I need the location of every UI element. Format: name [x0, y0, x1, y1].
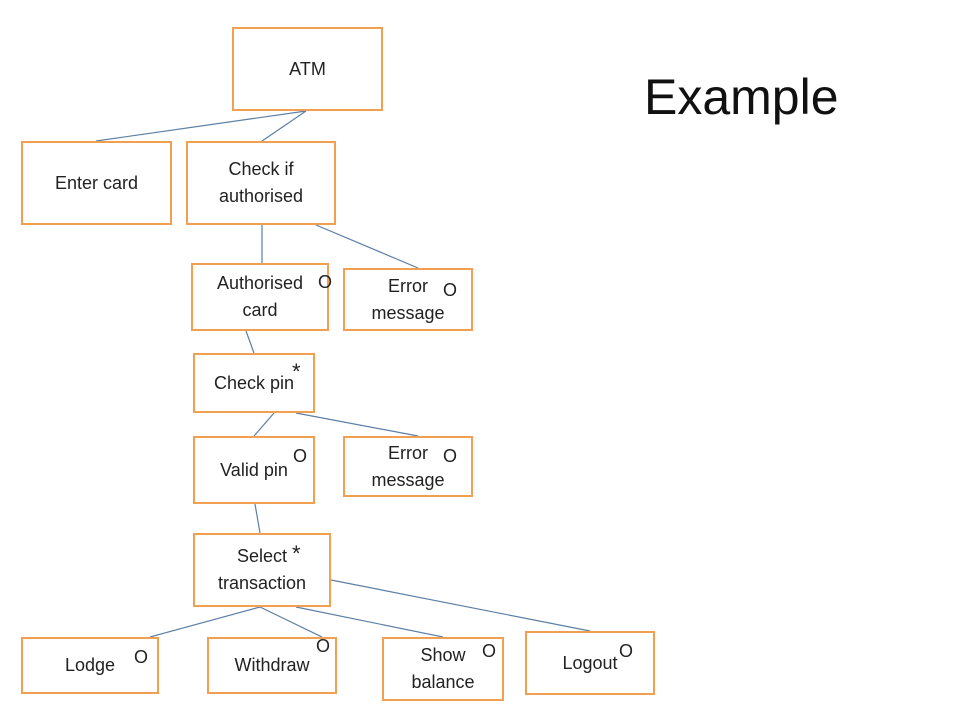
- node-label-valid-pin: Valid pin: [220, 459, 288, 480]
- edge-atm-to-check-authorised: [261, 110, 307, 142]
- selection-mark-authorised-card: O: [318, 272, 333, 292]
- selection-mark-valid-pin: O: [293, 446, 308, 466]
- node-label-lodge: Lodge: [64, 655, 116, 675]
- selection-mark-withdraw: O: [316, 636, 331, 656]
- edge-valid-pin-to-select-transaction: [254, 503, 261, 534]
- node-valid-pin: Valid pin: [193, 436, 315, 504]
- node-label-check-authorised: Check if authorised: [218, 159, 304, 206]
- edge-select-transaction-to-lodge: [149, 606, 261, 638]
- node-label-logout: Logout: [562, 652, 618, 673]
- selection-mark-show-balance: O: [482, 641, 497, 661]
- edge-check-pin-to-valid-pin: [253, 412, 275, 437]
- node-lodge: Lodge: [21, 637, 159, 694]
- node-label-select-transaction: Select transaction: [217, 546, 307, 593]
- node-logout: Logout: [525, 631, 655, 695]
- node-label-authorised-card: Authorised card: [216, 273, 304, 320]
- edge-atm-to-enter-card: [95, 110, 307, 142]
- node-check-authorised: Check if authorised: [186, 141, 336, 225]
- node-label-withdraw: Withdraw: [234, 655, 310, 675]
- iteration-mark-select-transaction: *: [292, 541, 301, 566]
- node-atm: ATM: [232, 27, 383, 111]
- edge-select-transaction-to-withdraw: [259, 606, 323, 638]
- node-error-message-1: Error message: [343, 268, 473, 331]
- selection-mark-error-message-1: O: [443, 280, 458, 300]
- edge-select-transaction-to-logout: [330, 579, 591, 632]
- node-show-balance: Show balance: [382, 637, 504, 701]
- node-select-transaction: Select transaction: [193, 533, 331, 607]
- node-check-pin: Check pin: [193, 353, 315, 413]
- selection-mark-error-message-2: O: [443, 446, 458, 466]
- node-label-check-pin: Check pin: [213, 372, 295, 393]
- edge-check-pin-to-error-message-2: [295, 412, 419, 437]
- slide-title: Example: [644, 69, 839, 125]
- node-withdraw: Withdraw: [207, 637, 337, 694]
- selection-mark-lodge: O: [134, 647, 149, 667]
- node-authorised-card: Authorised card: [191, 263, 329, 331]
- node-label-error-message-1: Error message: [371, 275, 445, 323]
- edge-authorised-card-to-check-pin: [245, 330, 255, 354]
- iteration-mark-check-pin: *: [292, 359, 301, 384]
- node-enter-card: Enter card: [21, 141, 172, 225]
- edge-check-authorised-to-error-message-1: [315, 224, 419, 269]
- node-label-enter-card: Enter card: [54, 172, 139, 193]
- node-label-atm: ATM: [289, 58, 326, 79]
- edge-select-transaction-to-show-balance: [295, 606, 444, 638]
- selection-mark-logout: O: [619, 641, 634, 661]
- node-label-error-message-2: Error message: [371, 442, 445, 490]
- node-error-message-2: Error message: [343, 436, 473, 497]
- node-label-show-balance: Show balance: [411, 645, 475, 692]
